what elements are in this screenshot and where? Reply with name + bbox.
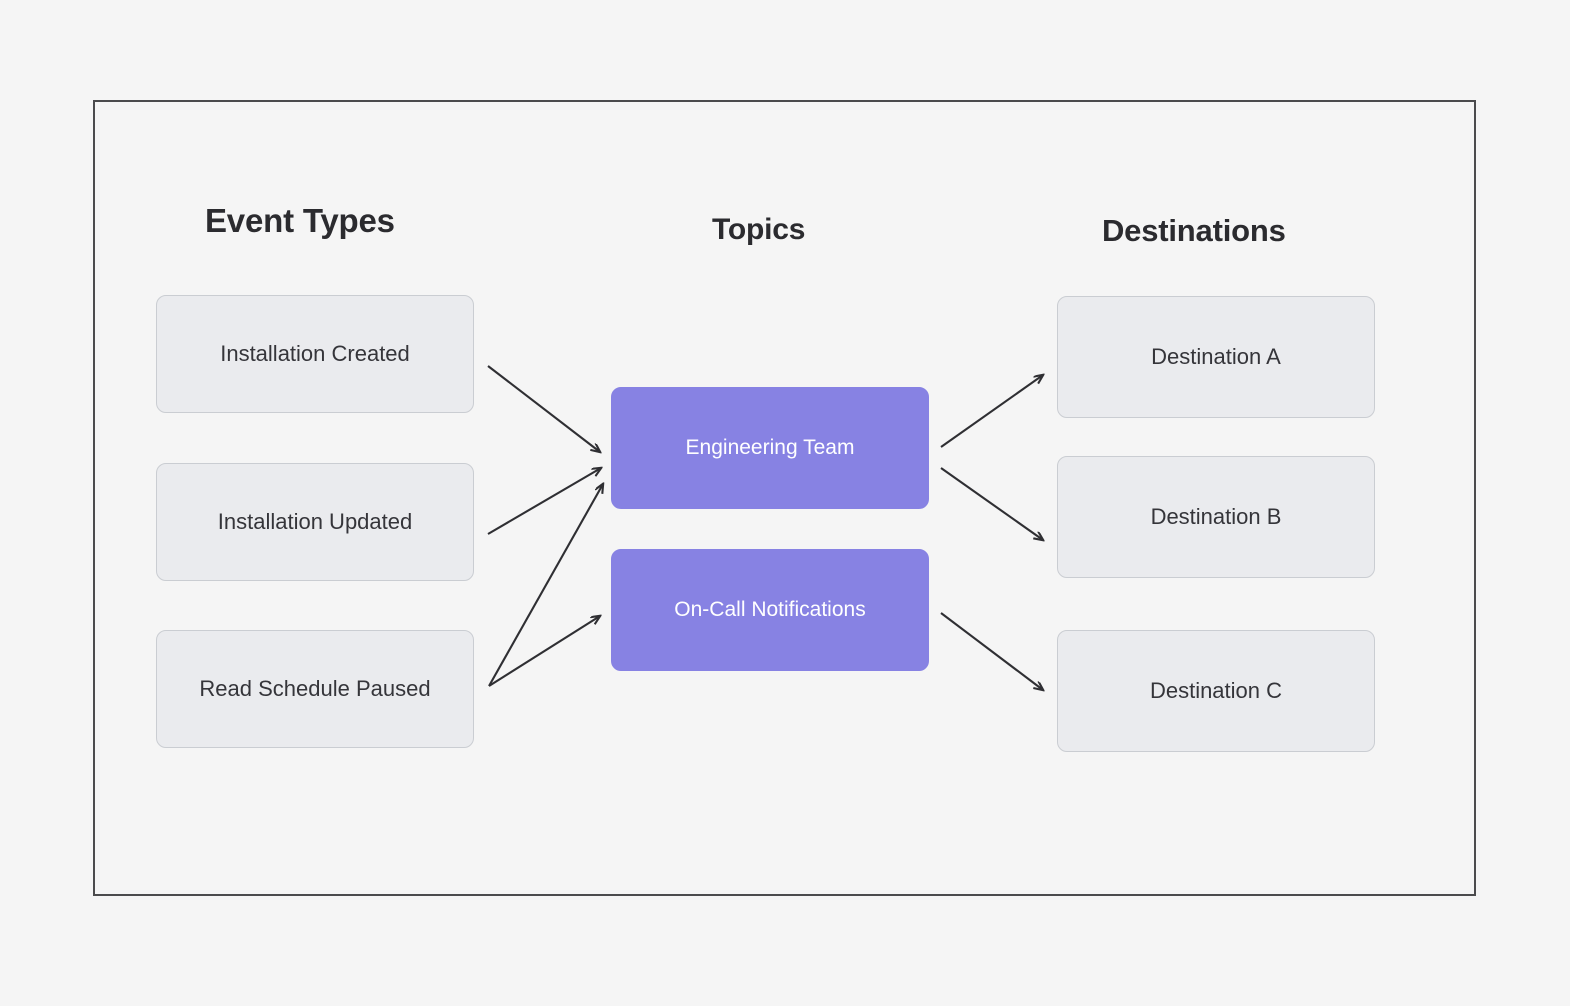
- event-type-label: Installation Updated: [217, 509, 413, 534]
- destination-node[interactable]: Destination C: [1057, 630, 1375, 752]
- destination-label: Destination C: [1149, 678, 1283, 703]
- topic-node[interactable]: Engineering Team: [611, 387, 929, 509]
- topic-label: On-Call Notifications: [674, 598, 866, 621]
- destination-label: Destination B: [1150, 504, 1282, 529]
- column-heading-destinations: Destinations: [1102, 213, 1286, 248]
- column-heading-topics: Topics: [712, 213, 806, 246]
- event-type-label: Installation Created: [220, 341, 410, 366]
- event-type-label: Read Schedule Paused: [199, 676, 431, 701]
- topic-node[interactable]: On-Call Notifications: [611, 549, 929, 671]
- destination-node[interactable]: Destination A: [1057, 296, 1375, 418]
- destination-label: Destination A: [1151, 344, 1281, 369]
- destination-node[interactable]: Destination B: [1057, 456, 1375, 578]
- event-type-node[interactable]: Read Schedule Paused: [156, 630, 474, 748]
- event-type-node[interactable]: Installation Updated: [156, 463, 474, 581]
- topic-label: Engineering Team: [685, 436, 855, 459]
- event-type-node[interactable]: Installation Created: [156, 295, 474, 413]
- column-heading-event-types: Event Types: [205, 202, 395, 239]
